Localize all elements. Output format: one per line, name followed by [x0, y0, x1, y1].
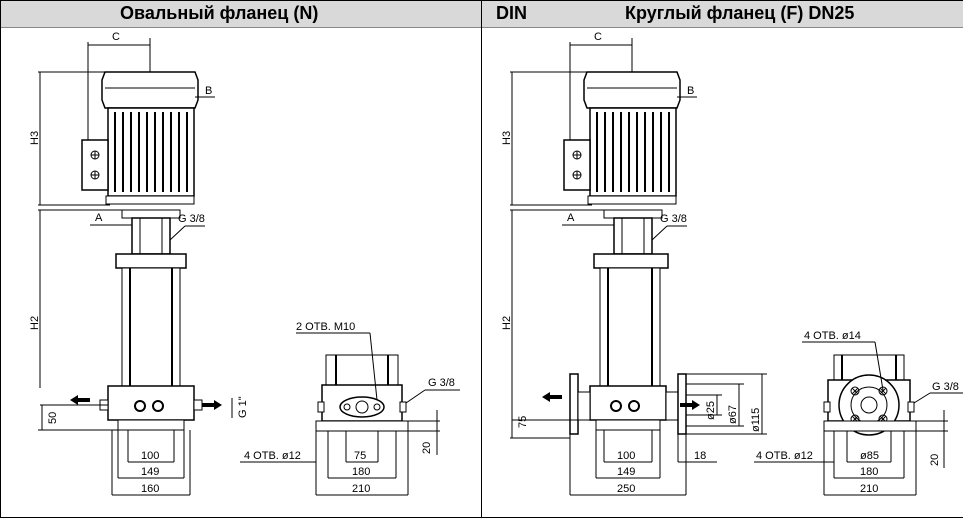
dim-149: 149: [141, 466, 159, 478]
dim-250: 250: [617, 483, 635, 495]
label-holes-m10: 2 ОТВ. M10: [296, 321, 355, 333]
dim-b: B: [687, 85, 694, 97]
dim-d67: ø67: [727, 405, 739, 424]
dim-50: 50: [47, 412, 59, 424]
dim-100: 100: [617, 450, 635, 462]
label-holes-12: 4 ОТВ. ø12: [756, 450, 813, 462]
dim-180: 180: [860, 466, 878, 478]
panel-title: Круглый фланец (F) DN25: [625, 3, 855, 23]
dim-20: 20: [929, 454, 941, 466]
dim-a: A: [567, 212, 575, 224]
dim-18: 18: [694, 450, 706, 462]
dim-d25: ø25: [705, 401, 717, 420]
dim-210: 210: [860, 483, 878, 495]
dim-d85: ø85: [860, 450, 879, 462]
header-din: DIN: [496, 3, 527, 23]
dim-g38-side: G 3/8: [428, 377, 455, 389]
label-holes-12: 4 ОТВ. ø12: [244, 450, 301, 462]
dim-c: C: [594, 31, 602, 43]
dim-g38-top: G 3/8: [178, 213, 205, 225]
dim-d115: ø115: [750, 408, 762, 432]
dim-a: A: [95, 212, 103, 224]
panel-oval-flange: Овальный фланец (N) C B H3: [0, 0, 481, 517]
dim-75: 75: [354, 450, 366, 462]
dim-c: C: [112, 31, 120, 43]
dim-h2: H2: [501, 316, 513, 330]
label-holes-14: 4 ОТВ. ø14: [804, 330, 861, 342]
dim-h3: H3: [501, 131, 513, 145]
panel-header: DIN Круглый фланец (F) DN25: [482, 0, 963, 28]
dim-g38-top: G 3/8: [660, 213, 687, 225]
panel-round-flange: DIN Круглый фланец (F) DN25 C B H3: [482, 0, 963, 517]
dim-149: 149: [617, 466, 635, 478]
dim-20: 20: [421, 442, 433, 454]
dim-75: 75: [517, 416, 529, 428]
panel-title: Овальный фланец (N): [120, 3, 319, 23]
dim-g1: G 1": [237, 396, 249, 418]
dim-180: 180: [352, 466, 370, 478]
round-flange-drawing: C B H3 A G 3/8: [501, 31, 963, 496]
dim-b: B: [205, 85, 212, 97]
panel-divider: [481, 0, 482, 517]
oval-flange-drawing: C B H3 A: [29, 31, 460, 496]
dim-g38-side: G 3/8: [932, 381, 959, 393]
dim-210: 210: [352, 483, 370, 495]
dim-h3: H3: [29, 131, 41, 145]
panel-header: Овальный фланец (N): [0, 0, 481, 28]
dim-100: 100: [141, 450, 159, 462]
dim-h2: H2: [29, 316, 41, 330]
dim-160: 160: [141, 483, 159, 495]
